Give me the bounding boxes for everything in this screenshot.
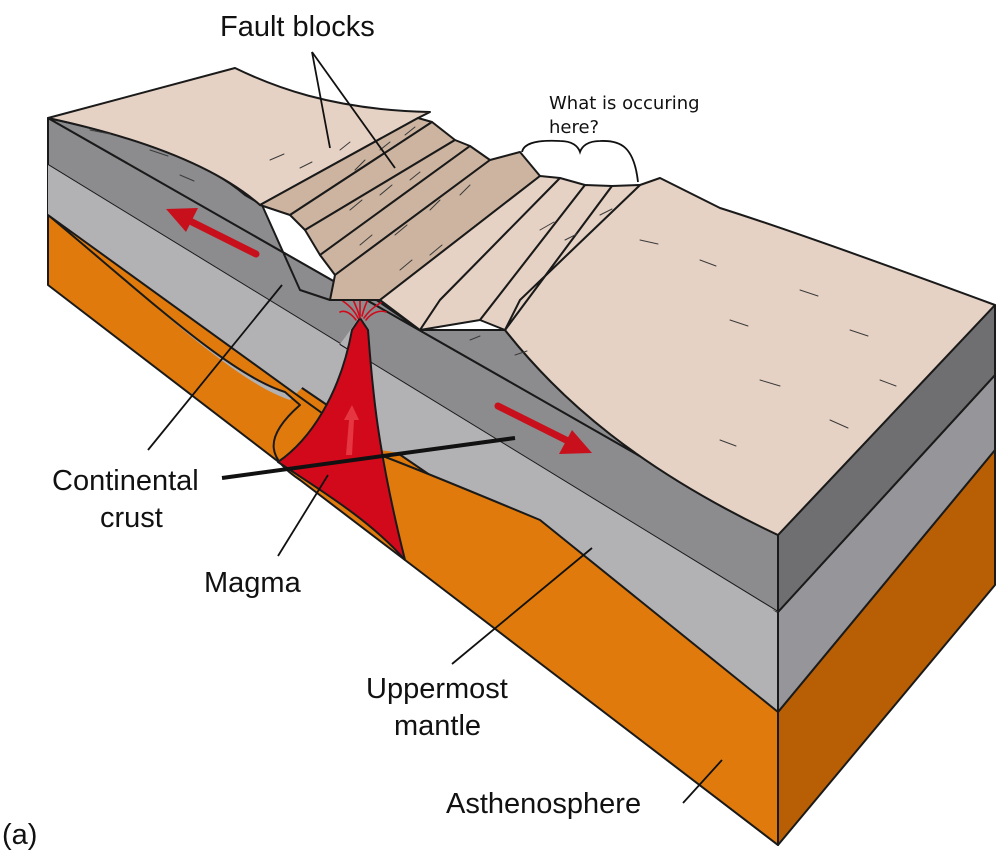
label-uppermost-mantle-line1: Uppermost bbox=[366, 673, 508, 705]
surface-right bbox=[504, 177, 996, 536]
label-magma: Magma bbox=[204, 567, 302, 599]
leader-magma bbox=[277, 474, 329, 557]
label-fault-blocks: Fault blocks bbox=[220, 11, 375, 43]
leader-uppermost-mantle bbox=[451, 547, 593, 665]
label-asthenosphere: Asthenosphere bbox=[446, 788, 641, 820]
magma-body bbox=[277, 317, 406, 561]
label-annotation-line1: What is occuring bbox=[549, 93, 700, 114]
label-annotation-line2: here? bbox=[549, 117, 599, 138]
label-continental-crust-line1: Continental bbox=[52, 465, 199, 497]
arrow-left bbox=[166, 208, 260, 258]
leader-fault-blocks-2 bbox=[311, 51, 396, 169]
label-uppermost-mantle-line2: mantle bbox=[394, 710, 481, 742]
surface-texture bbox=[89, 126, 897, 447]
leader-continental-crust bbox=[147, 284, 283, 451]
leader-lines bbox=[147, 51, 723, 804]
label-panel: (a) bbox=[2, 819, 37, 851]
annotation-brace bbox=[521, 139, 639, 183]
label-continental-crust-line2: crust bbox=[100, 502, 163, 534]
fault-step-r2 bbox=[419, 177, 586, 331]
divergence-arrows bbox=[166, 208, 592, 454]
magma-upflow-arrow bbox=[344, 405, 359, 455]
leader-crust-bold bbox=[221, 436, 516, 480]
leader-fault-blocks-1 bbox=[311, 51, 331, 149]
mantle-bulge bbox=[48, 165, 778, 612]
leader-asthenosphere bbox=[682, 759, 723, 804]
arrow-right bbox=[494, 402, 592, 454]
asthenosphere-rise bbox=[47, 214, 779, 846]
